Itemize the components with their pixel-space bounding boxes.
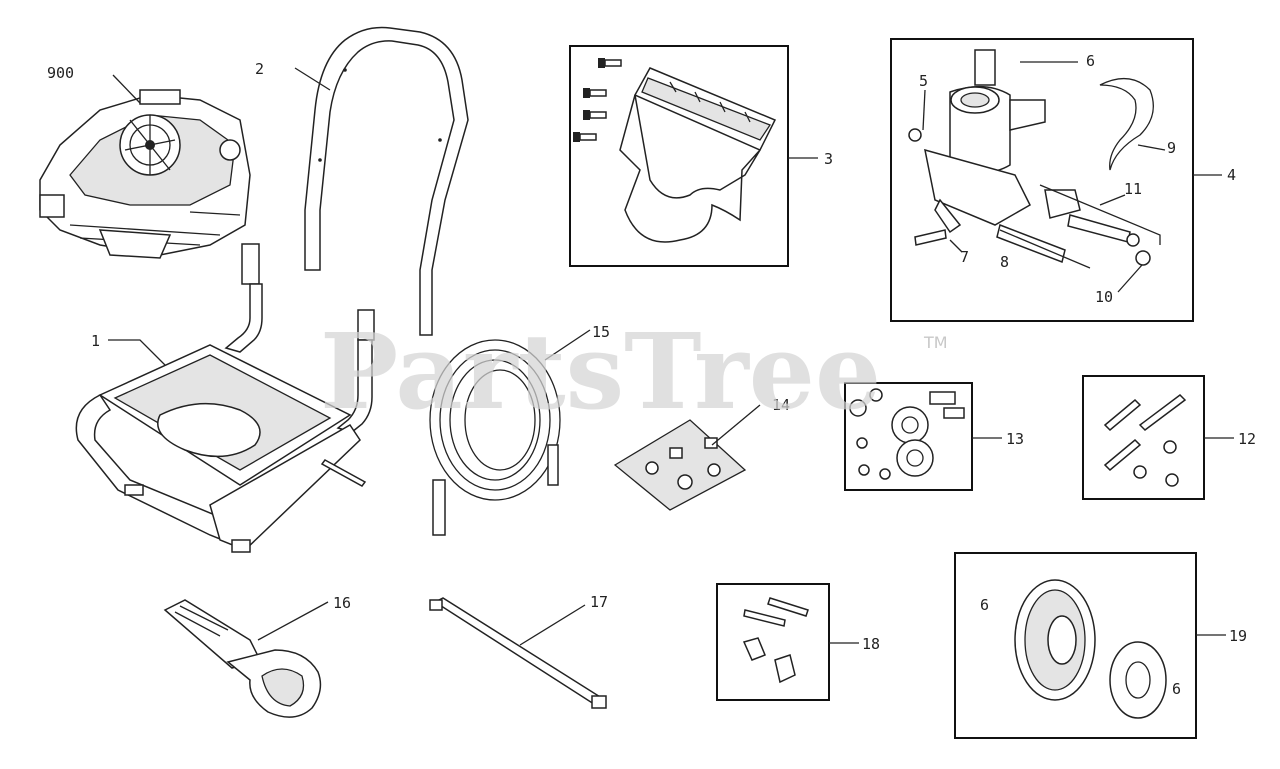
leader-9 (1137, 144, 1166, 151)
callout-19: 19 (1229, 627, 1247, 645)
callout-4: 4 (1227, 166, 1236, 184)
leader-2 (294, 67, 331, 91)
lance-17[interactable] (429, 597, 607, 709)
callout-14: 14 (772, 396, 790, 414)
leader-5 (922, 89, 926, 131)
leader-17 (519, 604, 586, 646)
watermark-trademark: TM (923, 333, 948, 352)
hose-15[interactable] (429, 339, 561, 536)
box-part-18 (716, 583, 830, 701)
frame-1[interactable] (75, 243, 375, 553)
callout-15: 15 (592, 323, 610, 341)
callout-11: 11 (1124, 180, 1142, 198)
callout-8: 8 (1000, 253, 1009, 271)
hardware-13[interactable] (849, 388, 965, 480)
box-part-12 (1082, 375, 1205, 500)
wheel-19[interactable] (1014, 579, 1167, 719)
bracket-3[interactable] (573, 58, 777, 243)
leader-15 (544, 329, 591, 361)
leader-10 (1117, 264, 1143, 293)
hardware-bag-14[interactable] (613, 419, 747, 511)
callout-3: 3 (824, 150, 833, 168)
leader-16 (257, 601, 329, 641)
hardware-12[interactable] (1103, 394, 1187, 487)
leader-900 (112, 74, 141, 104)
callout-2: 2 (255, 60, 264, 78)
callout-13: 13 (1006, 430, 1024, 448)
handle-2[interactable] (304, 26, 469, 336)
callout-900: 900 (47, 64, 74, 82)
callout-19-a: 6 (980, 596, 989, 614)
callout-12: 12 (1238, 430, 1256, 448)
callout-16: 16 (333, 594, 351, 612)
callout-6: 6 (1086, 52, 1095, 70)
callout-17: 17 (590, 593, 608, 611)
leader-14 (711, 404, 761, 446)
pump-4[interactable] (908, 49, 1161, 269)
callout-19-b: 6 (1172, 680, 1181, 698)
callout-9: 9 (1167, 139, 1176, 157)
leader-1 (108, 339, 166, 366)
callout-10: 10 (1095, 288, 1113, 306)
callout-7: 7 (960, 248, 969, 266)
leader-11 (1099, 194, 1126, 206)
leader-7 (949, 239, 963, 253)
spray-gun-16[interactable] (163, 599, 322, 718)
callout-18: 18 (862, 635, 880, 653)
watermark-text: PartsTree (320, 310, 881, 433)
callout-5: 5 (919, 72, 928, 90)
engine-900[interactable] (39, 89, 251, 259)
callout-1: 1 (91, 332, 100, 350)
hardware-18[interactable] (742, 597, 809, 684)
